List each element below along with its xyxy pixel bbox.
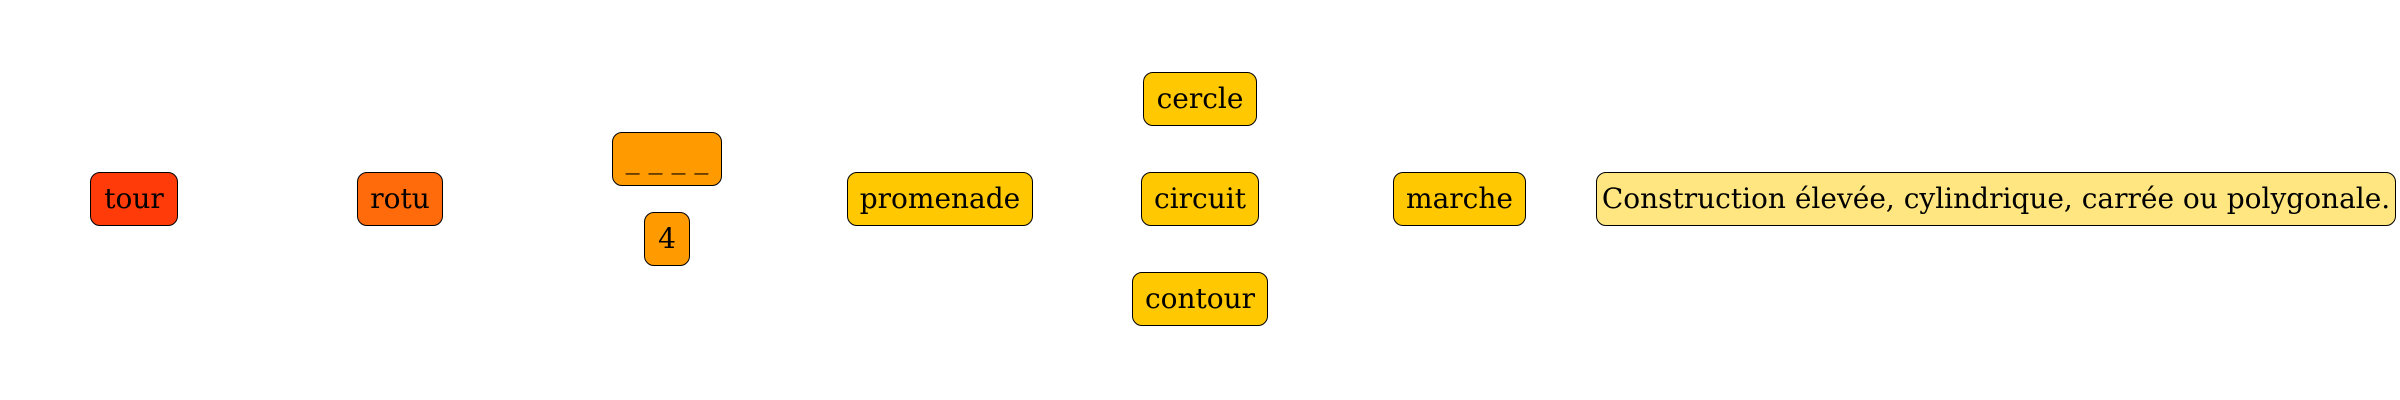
node-circuit: circuit — [1141, 172, 1259, 226]
node-definition: Construction élevée, cylindrique, carrée… — [1596, 172, 2396, 226]
node-blank-letters: _ _ _ _ — [612, 132, 722, 186]
node-rotu: rotu — [357, 172, 443, 226]
node-contour: contour — [1132, 272, 1268, 326]
node-marche: marche — [1393, 172, 1526, 226]
node-promenade: promenade — [847, 172, 1033, 226]
node-letter-count: 4 — [644, 212, 690, 266]
node-tour: tour — [90, 172, 178, 226]
node-cercle: cercle — [1143, 72, 1257, 126]
